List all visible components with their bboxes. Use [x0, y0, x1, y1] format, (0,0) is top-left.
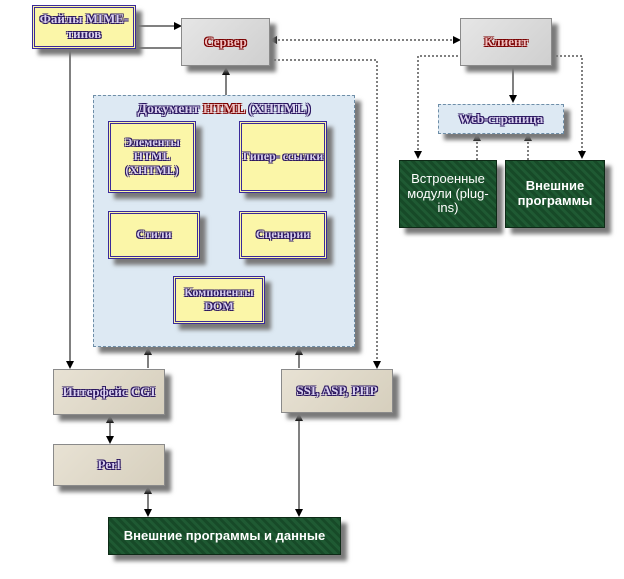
- node-dom: Компоненты DOM: [173, 276, 265, 324]
- node-client: Клиент: [460, 18, 552, 66]
- node-server: Сервер: [181, 18, 270, 66]
- node-external-programs: Внешние программы: [505, 160, 605, 228]
- edge-client-plugins: [414, 55, 462, 159]
- node-webpage: Web-страница: [438, 104, 564, 134]
- node-ssi: SSI, ASP, PHP: [281, 369, 393, 413]
- node-external-data: Внешние программы и данные: [108, 517, 341, 555]
- node-hyperlinks: Гипер- ссылки: [239, 121, 327, 193]
- node-styles: Стили: [108, 211, 200, 259]
- node-scripts: Сценарии: [239, 211, 327, 259]
- node-plugins: Встроенные модули (plug-ins): [399, 160, 497, 228]
- edge-client-external: [552, 55, 586, 159]
- node-perl: Perl: [53, 444, 165, 486]
- node-elements: Элементы HTML (XHTML): [108, 121, 196, 193]
- edge-server-ssi: [270, 59, 381, 369]
- document-title: Документ HTML (XHTML): [137, 102, 311, 117]
- node-cgi: Интерфейс CGI: [53, 369, 165, 415]
- node-mime-files: Файлы MIME-типов: [32, 5, 136, 49]
